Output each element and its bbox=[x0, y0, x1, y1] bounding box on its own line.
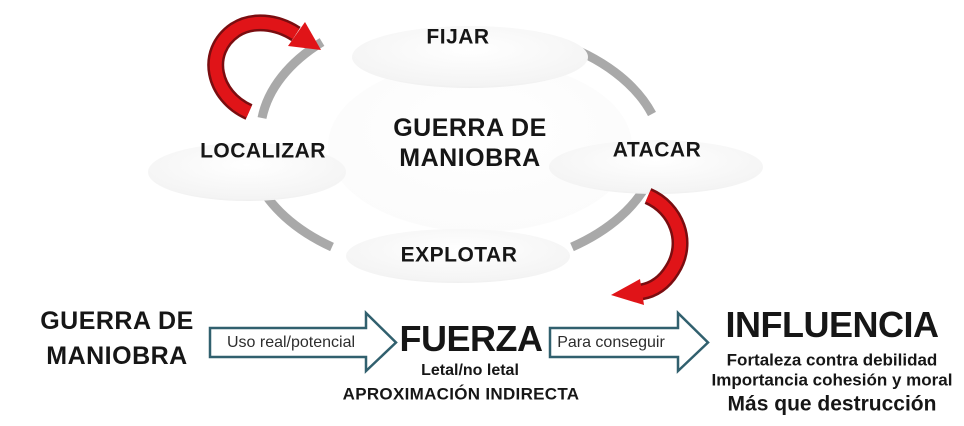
flow-arrow-2 bbox=[548, 310, 710, 374]
force-title: FUERZA bbox=[399, 318, 544, 360]
node-label-localizar: LOCALIZAR bbox=[200, 139, 326, 163]
influence-point-2: Importancia cohesión y moral bbox=[711, 370, 953, 390]
cycle-center-line2: MANIOBRA bbox=[399, 144, 541, 172]
influence-point-1: Fortaleza contra debilidad bbox=[726, 350, 938, 370]
center-ellipse bbox=[328, 60, 632, 232]
cycle-arc-top-left bbox=[257, 38, 325, 119]
node-label-atacar: ATACAR bbox=[612, 138, 702, 162]
red-arrow-tl-body bbox=[209, 16, 300, 118]
red-arrow-atacar-to-explotar bbox=[611, 188, 689, 305]
force-subtitle: Letal/no letal bbox=[421, 362, 519, 380]
influence-title: INFLUENCIA bbox=[725, 304, 940, 346]
force-approach-label: APROXIMACIÓN INDIRECTA bbox=[342, 384, 580, 404]
flow-source-line1: GUERRA DE bbox=[40, 307, 194, 335]
node-ellipse-localizar bbox=[148, 143, 346, 201]
red-arrow-localizar-to-fijar bbox=[207, 14, 321, 120]
node-ellipse-atacar bbox=[549, 140, 763, 194]
flow-source-title: GUERRA DE MANIOBRA bbox=[40, 304, 194, 374]
flow-source-line2: MANIOBRA bbox=[46, 342, 188, 370]
node-label-explotar: EXPLOTAR bbox=[400, 243, 518, 267]
flow-arrow-1-label: Uso real/potencial bbox=[226, 334, 356, 352]
cycle-center-line1: GUERRA DE bbox=[393, 114, 547, 142]
red-arrow-tl-head bbox=[288, 22, 321, 50]
red-arrow-br-body bbox=[639, 190, 686, 298]
node-ellipse-fijar bbox=[352, 26, 588, 88]
node-ellipse-explotar bbox=[346, 229, 570, 283]
red-arrow-br-head bbox=[611, 279, 644, 305]
node-label-fijar: FIJAR bbox=[426, 25, 490, 49]
cycle-center-label: GUERRA DE MANIOBRA bbox=[393, 113, 547, 173]
influence-point-3: Más que destrucción bbox=[727, 392, 937, 416]
flow-arrow-1 bbox=[208, 310, 398, 374]
flow-arrow-2-label: Para conseguir bbox=[557, 334, 665, 352]
